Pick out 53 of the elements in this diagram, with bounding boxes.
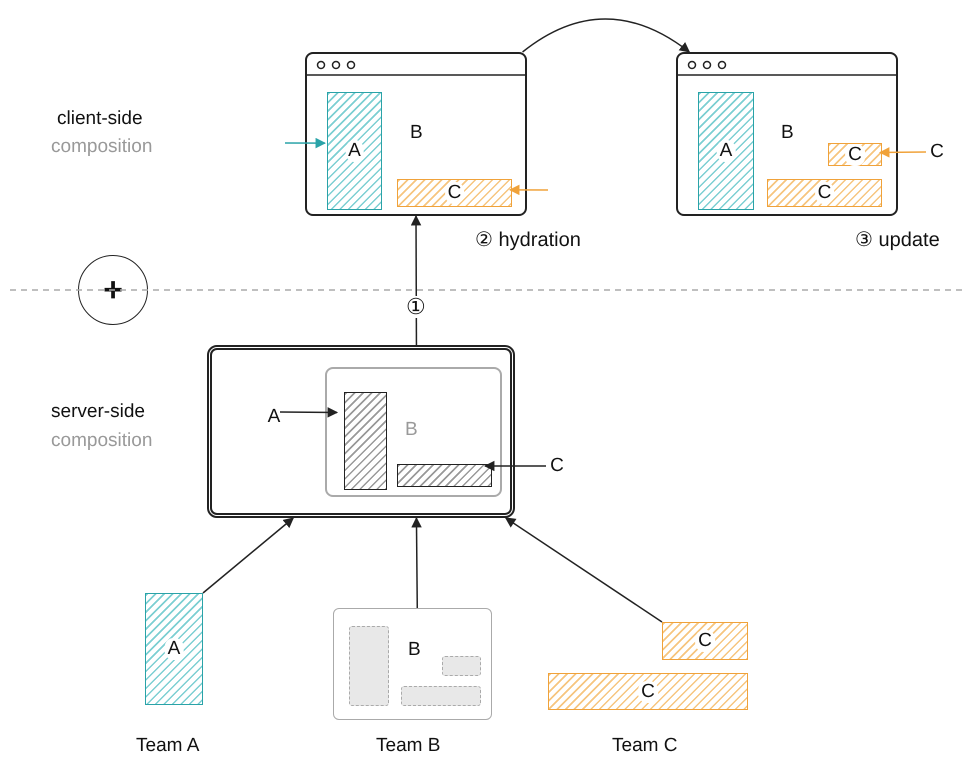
section-label: composition: [51, 136, 152, 158]
arrow: [280, 407, 338, 418]
hatched-block: [828, 143, 882, 166]
hatched-block: [344, 392, 387, 490]
edge-label: ①: [406, 296, 426, 318]
component-letter: C: [444, 182, 464, 204]
placeholder-block: [349, 626, 389, 706]
placeholder-block: [401, 686, 481, 706]
step-label: ③ update: [855, 229, 940, 251]
hatched-block: [145, 593, 203, 705]
team-card: [333, 608, 492, 720]
hatched-block: [662, 622, 748, 660]
browser-window: [305, 52, 527, 216]
component-letter: C: [695, 630, 715, 652]
arrow: [411, 516, 422, 608]
arrow: [285, 138, 326, 148]
section-label: server-side: [51, 401, 145, 423]
component-letter: C: [930, 141, 944, 163]
step-label: ② hydration: [475, 229, 581, 251]
section-label: client-side: [57, 108, 143, 130]
arrow: [508, 184, 548, 196]
team-label: Team C: [612, 735, 678, 757]
browser-window: [676, 52, 898, 216]
arrow: [522, 18, 690, 53]
component-letter: A: [716, 140, 736, 162]
component-letter: B: [410, 122, 423, 144]
component-letter: B: [781, 122, 794, 144]
component-letter: A: [164, 638, 184, 660]
server-frame: [207, 345, 515, 518]
page-frame: [325, 367, 502, 497]
component-letter: C: [845, 144, 865, 166]
component-letter: B: [405, 419, 418, 441]
hatched-block: [698, 92, 754, 210]
component-letter: A: [268, 406, 280, 428]
arrow: [504, 517, 662, 623]
hatched-block: [327, 92, 382, 210]
component-letter: C: [550, 455, 564, 477]
team-label: Team B: [376, 735, 440, 757]
component-letter: C: [814, 182, 834, 204]
arrow: [410, 214, 422, 345]
arrow: [202, 517, 294, 594]
hatched-block: [397, 464, 492, 487]
hatched-block: [767, 179, 882, 207]
hatched-block: [548, 673, 748, 710]
team-label: Team A: [136, 735, 200, 757]
component-letter: B: [408, 639, 421, 661]
arrow: [484, 460, 546, 472]
placeholder-block: [442, 656, 481, 676]
component-letter: A: [345, 140, 364, 162]
component-letter: C: [638, 680, 658, 702]
arrow: [878, 147, 926, 158]
hatched-block: [397, 179, 512, 207]
section-label: composition: [51, 430, 152, 452]
